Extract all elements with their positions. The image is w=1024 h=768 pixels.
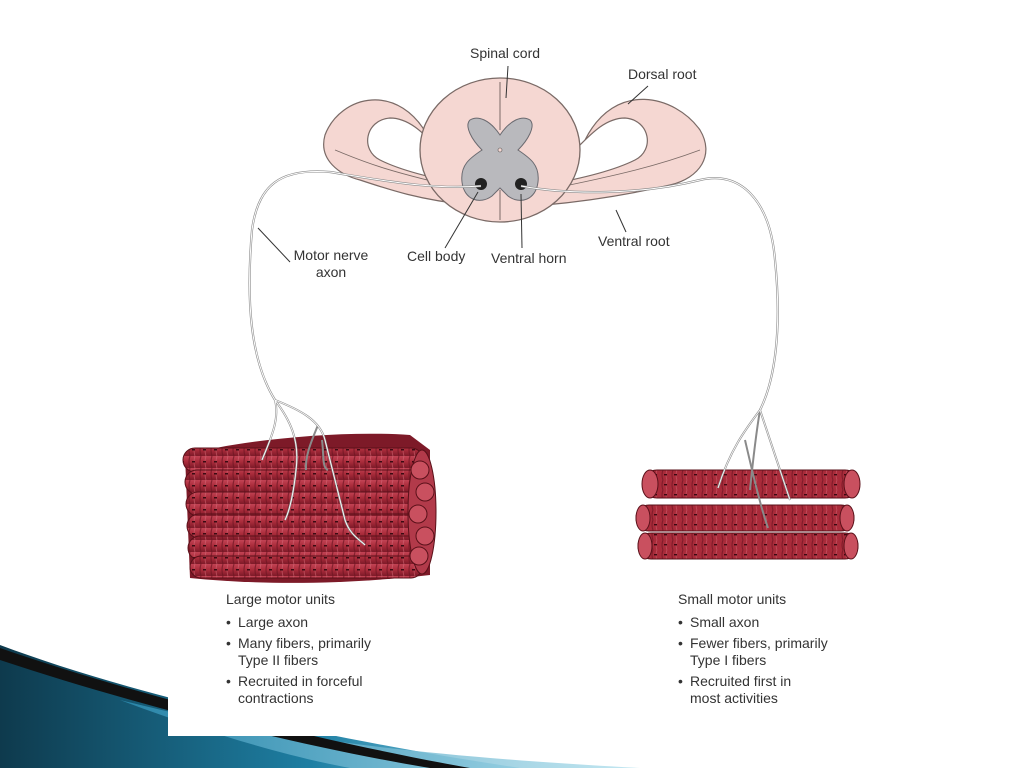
small-axon-branches bbox=[717, 409, 791, 529]
label-ventral-horn: Ventral horn bbox=[491, 250, 567, 266]
small-units-list: •Small axon •Fewer fibers, primarily Typ… bbox=[678, 614, 878, 707]
large-units-list: •Large axon •Many fibers, primarily Type… bbox=[226, 614, 446, 707]
list-item: •Recruited first in most activities bbox=[678, 673, 792, 706]
list-item: •Large axon bbox=[226, 614, 309, 630]
label-dorsal-root: Dorsal root bbox=[628, 66, 697, 82]
spinal-cord-section bbox=[323, 77, 707, 223]
cell-body-left bbox=[475, 178, 487, 190]
small-muscle-fibers bbox=[635, 469, 861, 560]
swoosh-base bbox=[0, 645, 520, 768]
small-units-title: Small motor units bbox=[678, 591, 787, 607]
label-spinal-cord: Spinal cord bbox=[470, 45, 541, 61]
right-root-band bbox=[544, 98, 707, 206]
list-item: •Many fibers, primarily Type II fibers bbox=[226, 635, 372, 668]
label-ventral-root: Ventral root bbox=[598, 233, 670, 249]
list-item: •Recruited in forceful contractions bbox=[226, 673, 363, 706]
list-item: •Fewer fibers, primarily Type I fibers bbox=[678, 635, 828, 668]
leader-lines bbox=[257, 65, 649, 263]
large-units-title: Large motor units bbox=[226, 591, 335, 607]
cell-body-right bbox=[515, 178, 527, 190]
large-axon bbox=[248, 170, 482, 401]
label-cell-body: Cell body bbox=[407, 248, 466, 264]
large-muscle-bundle bbox=[182, 433, 437, 583]
large-units-caption: Large motor units •Large axon •Many fibe… bbox=[226, 591, 446, 711]
label-motor-nerve-axon: Motor nerve axon bbox=[293, 247, 369, 280]
large-axon-branches bbox=[261, 399, 366, 546]
list-item: •Small axon bbox=[678, 614, 760, 630]
small-axon bbox=[520, 177, 779, 411]
motor-nerve-axons bbox=[248, 170, 779, 411]
small-units-caption: Small motor units •Small axon •Fewer fib… bbox=[678, 591, 878, 711]
